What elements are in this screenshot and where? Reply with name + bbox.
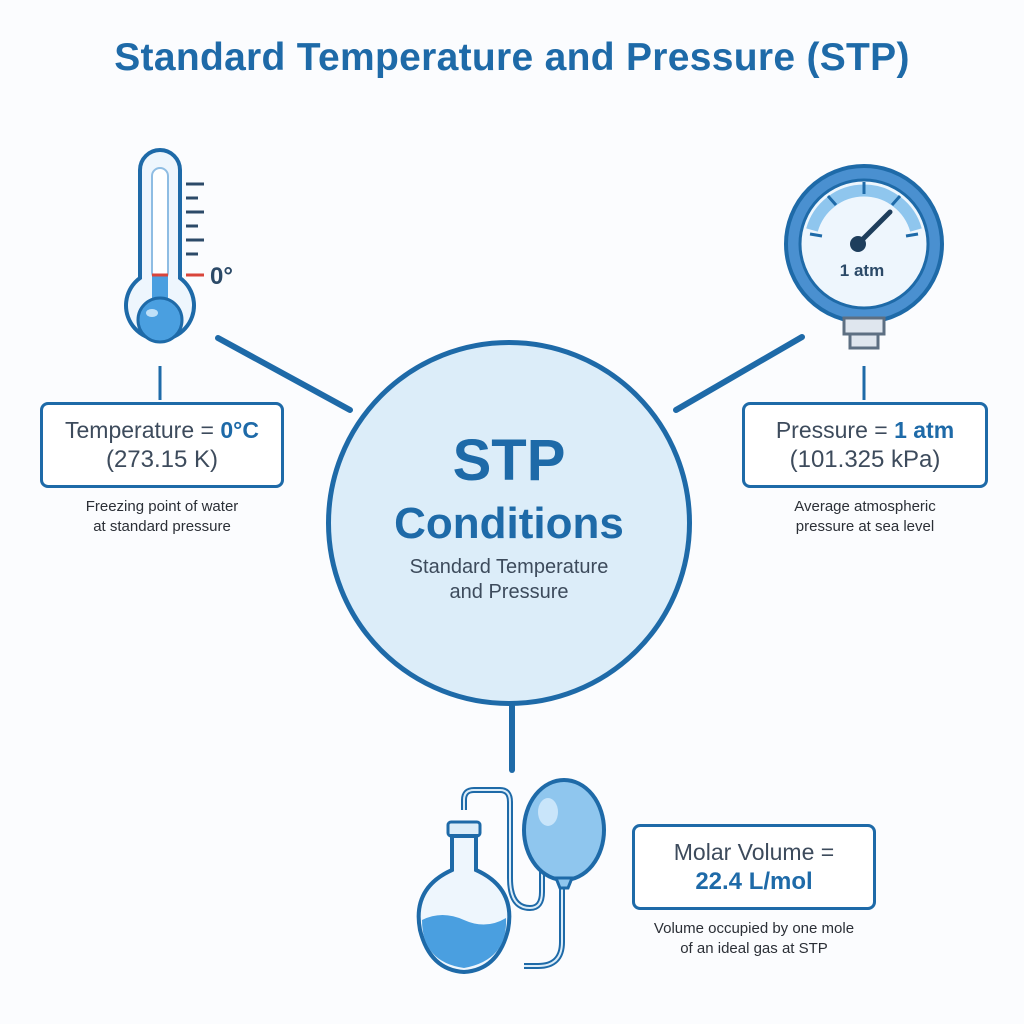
temperature-kelvin: (273.15 K) [105,446,219,473]
connector-line-pressure [673,334,805,413]
gauge-reading: 1 atm [840,261,884,280]
pressure-gauge-icon: 1 atm [784,164,944,350]
volume-note-line2: of an ideal gas at STP [680,940,828,957]
temperature-value: 0°C [220,417,259,443]
stp-center-circle: STP Conditions Standard Temperature and … [326,340,692,706]
volume-note: Volume occupied by one mole of an ideal … [618,919,890,959]
pressure-label: Pressure = [775,417,895,443]
temperature-note-line1: Freezing point of water [85,498,239,515]
pressure-value: 1 atm [894,417,955,443]
temperature-label: Temperature = [65,417,221,443]
center-subtitle: Conditions [394,499,624,548]
temperature-box: Temperature = 0°C (273.15 K) [40,402,284,488]
pressure-note-line1: Average atmospheric [794,498,936,515]
pressure-note: Average atmospheric pressure at sea leve… [742,497,988,537]
temperature-line: Temperature = 0°C [43,415,281,445]
flask-balloon-icon [416,778,606,975]
thermometer-zero-mark: 0° [210,263,233,290]
volume-box: Molar Volume = 22.4 L/mol [632,824,876,910]
pressure-box: Pressure = 1 atm (101.325 kPa) [742,402,988,488]
center-description: Standard Temperature and Pressure [409,556,609,603]
pressure-kpa: (101.325 kPa) [789,446,941,473]
page-title: Standard Temperature and Pressure (STP) [114,36,910,79]
temperature-note-line2: at standard pressure [93,518,231,535]
volume-note-line1: Volume occupied by one mole [653,920,855,937]
pressure-line: Pressure = 1 atm [745,415,985,445]
pressure-note-line2: pressure at sea level [795,518,935,535]
volume-label: Molar Volume = [673,839,835,865]
center-title: STP [452,428,566,493]
temperature-note: Freezing point of water at standard pres… [40,497,284,537]
volume-value: 22.4 L/mol [695,868,813,895]
thermometer-icon: 0° [124,148,233,344]
connector-line-temperature [215,335,353,413]
